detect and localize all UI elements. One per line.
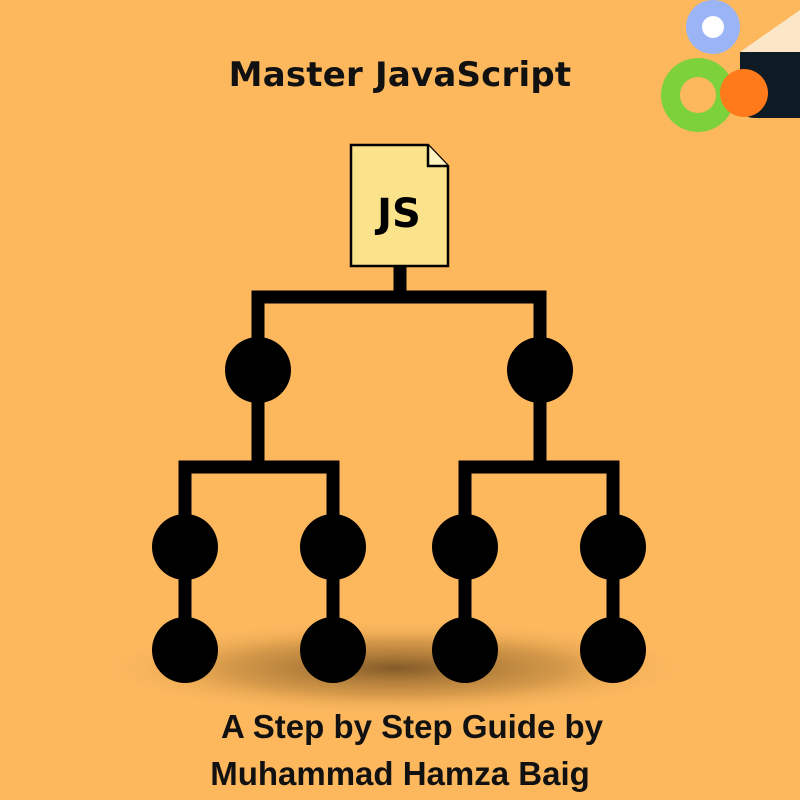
js-file-icon: JS (349, 143, 450, 268)
logo-cream-shape (740, 10, 800, 65)
tree-node-level3-1 (152, 617, 218, 683)
tree-node-level2-2 (300, 514, 366, 580)
tree-node-level1-right (507, 337, 573, 403)
tree-node-level1-left (225, 337, 291, 403)
tree-node-level2-4 (580, 514, 646, 580)
logo-orange-circle (720, 69, 768, 117)
tree-node-level3-4 (580, 617, 646, 683)
subtitle-line-1: A Step by Step Guide by (221, 708, 603, 745)
tree-node-level2-3 (432, 514, 498, 580)
js-file-label: JS (374, 191, 421, 237)
subtitle-line-2: Muhammad Hamza Baig (210, 755, 590, 792)
tree-node-level3-2 (300, 617, 366, 683)
page-title: Master JavaScript (228, 55, 572, 95)
ground-shadow (95, 620, 695, 716)
logo-green-ring-hole (680, 77, 716, 113)
tree-node-level2-1 (152, 514, 218, 580)
brand-logo-icon (661, 0, 800, 132)
tree-connectors (178, 255, 620, 657)
logo-blue-ring-hole (702, 16, 724, 38)
tree-node-level3-3 (432, 617, 498, 683)
